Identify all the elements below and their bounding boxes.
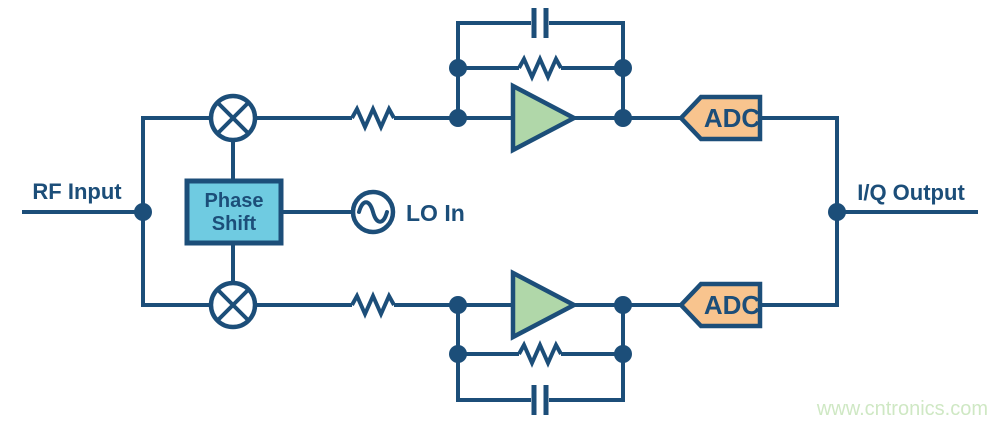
phase-shift-block: Phase Shift xyxy=(184,178,284,246)
top-wire-adc-to-output xyxy=(760,116,839,212)
adc-top-shape xyxy=(677,94,763,142)
junction-dot xyxy=(449,109,467,127)
feedback-wire xyxy=(456,305,531,402)
lo-in-label: LO In xyxy=(406,200,465,226)
watermark-text: www.cntronics.com xyxy=(816,398,988,420)
junction-dots xyxy=(134,109,846,314)
junction-dot xyxy=(449,296,467,314)
lo-source-icon xyxy=(350,189,396,235)
feedback-resistor-icon xyxy=(517,340,563,368)
feedback-wire xyxy=(549,305,625,402)
junction-dot xyxy=(449,59,467,77)
junction-dot xyxy=(614,296,632,314)
sine-wave-icon xyxy=(357,200,389,224)
rf-split-junction-dot xyxy=(134,203,152,221)
phase-shift-label-line1: Phase xyxy=(205,190,264,212)
adc-bottom-shape xyxy=(677,281,763,329)
mixer-x xyxy=(216,101,250,135)
adc-top-block: ADC xyxy=(677,94,763,142)
amplifier-top-icon xyxy=(510,82,579,154)
series-resistor-bottom-icon xyxy=(350,291,396,319)
feedback-wire xyxy=(549,21,625,118)
mixer-top-icon xyxy=(208,93,258,143)
output-merge-junction-dot xyxy=(828,203,846,221)
series-resistor-top-icon xyxy=(350,104,396,132)
feedback-wire xyxy=(456,21,531,118)
junction-dot xyxy=(614,345,632,363)
rf-input-label: RF Input xyxy=(32,179,122,204)
phase-shift-label-line2: Shift xyxy=(212,213,257,235)
feedback-network-bottom xyxy=(449,305,632,415)
adc-bottom-label: ADC xyxy=(704,290,761,320)
junction-dot xyxy=(614,109,632,127)
amplifier-bottom-icon xyxy=(510,269,579,341)
bottom-wire-adc-to-output xyxy=(760,212,839,307)
adc-bottom-block: ADC xyxy=(677,281,763,329)
adc-top-label: ADC xyxy=(704,103,761,133)
junction-dot xyxy=(614,59,632,77)
feedback-resistor-icon xyxy=(517,54,563,82)
feedback-network-top xyxy=(449,8,632,118)
junction-dot xyxy=(449,345,467,363)
mixer-x xyxy=(216,288,250,322)
mixer-bottom-icon xyxy=(208,280,258,330)
iq-output-label: I/Q Output xyxy=(857,180,965,205)
phase-shift-box xyxy=(184,178,284,246)
